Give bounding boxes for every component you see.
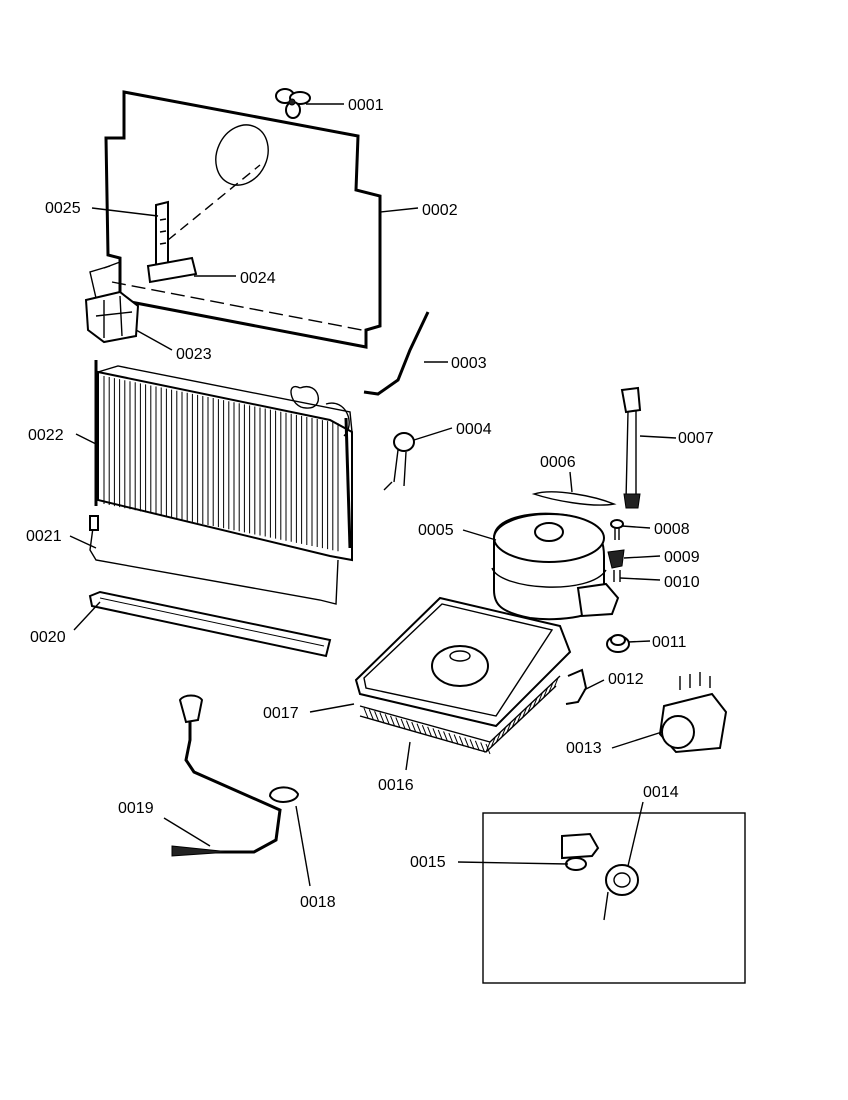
evaporator-0022 [94,360,353,562]
label-0012: 0012 [608,671,644,688]
back-panel-0002 [103,90,382,349]
label-0013: 0013 [566,740,602,757]
base-slat [485,743,491,755]
label-0001: 0001 [348,97,384,114]
base-slat [437,729,443,741]
base-slat [390,715,395,727]
base-slat [548,682,554,694]
sleeve-0010 [613,570,621,582]
base-slat [416,723,422,734]
drain-tube-0003 [363,311,430,396]
base-slat [480,742,486,753]
base-slat [432,728,438,739]
clip-0012 [565,668,588,705]
overload-protector-0014 [603,864,639,921]
label-0008: 0008 [654,521,690,538]
defrost-timer-0013 [658,672,728,754]
base-slat [543,687,549,699]
label-0018: 0018 [300,894,336,911]
label-0011: 0011 [652,634,687,651]
label-0022: 0022 [28,427,64,444]
compressor-0005 [491,512,620,621]
label-0025: 0025 [45,200,81,217]
base-slat [522,707,528,718]
base-slat [485,741,491,753]
label-0009: 0009 [664,549,700,566]
base-slat [448,732,454,744]
base-slat [368,709,374,720]
fan-bracket-0025 [146,200,198,284]
label-0021: 0021 [26,528,62,545]
drain-trough-0020 [88,590,332,658]
label-0016: 0016 [378,777,414,794]
base-slat [427,726,433,737]
grommet-0009 [607,549,625,569]
base-slat [405,720,411,731]
label-0003: 0003 [451,355,487,372]
base-slat [511,717,517,728]
label-0010: 0010 [664,574,700,591]
base-slat [516,712,522,723]
condenser-base-0016 [359,675,561,755]
label-0007: 0007 [678,430,714,447]
label-0006: 0006 [540,454,576,471]
power-cord-0019 [171,694,282,857]
base-slat [384,714,390,725]
base-slat [421,725,427,736]
fan-motor-0023 [84,265,140,344]
drain-pan-0017 [354,596,572,728]
base-slat [553,677,559,689]
base-slat [395,717,401,728]
base-slat [411,721,417,733]
label-0005: 0005 [418,522,454,539]
lead-wire-0007 [620,386,642,509]
base-slat [506,722,512,733]
base-slat [374,710,380,722]
label-0002: 0002 [422,202,458,219]
fan-blade-0001 [275,88,311,119]
label-0020: 0020 [30,629,66,646]
base-slat [363,707,369,719]
defrost-thermostat-0004 [383,432,415,491]
leader-lines [69,103,677,887]
base-slat [453,734,459,745]
label-0014: 0014 [643,784,679,801]
gasket-0006 [531,491,617,506]
callout-labels: 0001 0002 0003 0004 0005 0006 0007 0008 … [26,97,714,911]
label-0004: 0004 [456,421,492,438]
base-slat [490,736,496,748]
base-slat [459,735,464,747]
base-slat [527,702,533,713]
label-0017: 0017 [263,705,299,722]
base-slat [474,740,480,752]
label-0015: 0015 [410,854,446,871]
base-slat [469,739,475,750]
base-slat [532,697,538,708]
overload-relay-0015 [561,832,600,871]
base-slat [379,712,385,723]
bolt-0008 [610,519,624,540]
cord-clamp-0018 [268,786,300,803]
base-slat [400,718,406,730]
nut-0011 [606,634,630,653]
base-slat [495,731,501,743]
base-slat [464,737,470,748]
base-slat [537,692,543,703]
label-0024: 0024 [240,270,276,287]
base-slat [443,731,449,742]
base-slat [501,727,507,738]
label-0019: 0019 [118,800,154,817]
inset-box [482,812,746,984]
label-0023: 0023 [176,346,212,363]
